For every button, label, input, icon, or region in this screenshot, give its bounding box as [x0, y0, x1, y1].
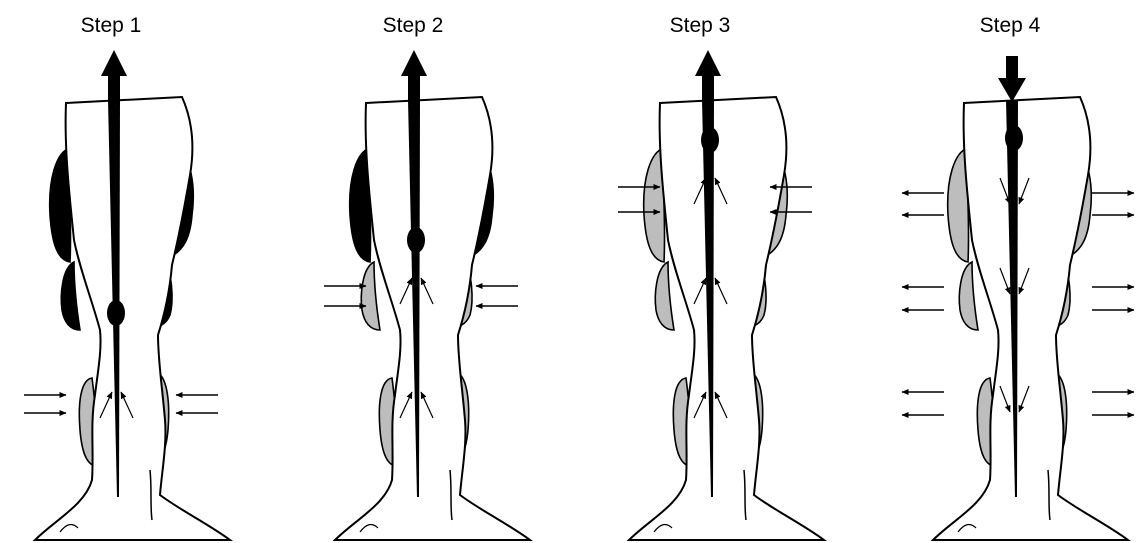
- flow-up-arrowhead: [695, 50, 721, 76]
- flow-up-arrowhead: [101, 50, 127, 76]
- fluid-bolus: [407, 227, 425, 253]
- knee-cuff-left: [655, 262, 674, 330]
- knee-cuff-left: [361, 262, 380, 330]
- flow-up-arrowhead: [401, 50, 427, 76]
- step-1-leg-panel: [24, 50, 230, 540]
- knee-cuff-left: [959, 262, 978, 330]
- flow-down-arrowhead: [998, 78, 1026, 102]
- fluid-bolus: [1005, 125, 1023, 151]
- step-2-leg-panel: [324, 50, 530, 540]
- flow-up-shaft: [408, 74, 420, 100]
- knee-cuff-left: [61, 262, 80, 330]
- flow-up-shaft: [702, 74, 714, 100]
- fluid-bolus: [701, 127, 719, 153]
- flow-up-shaft: [108, 74, 120, 100]
- step-4-leg-panel: [902, 56, 1134, 540]
- step-3-leg-panel: [618, 50, 824, 540]
- fluid-bolus: [107, 300, 125, 326]
